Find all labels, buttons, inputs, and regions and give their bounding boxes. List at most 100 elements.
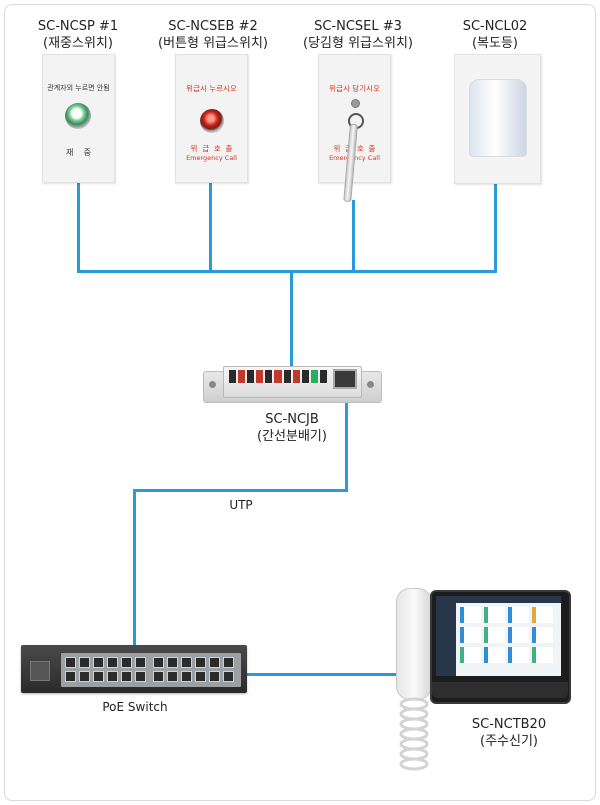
nctb20-screen-tiles — [460, 607, 558, 673]
nctb20-screen-header — [436, 596, 561, 603]
switch-port — [107, 671, 118, 682]
switch-port — [93, 671, 104, 682]
ncseb-call-en: Emergency Call — [186, 154, 237, 162]
ncjb-terminal — [274, 370, 282, 383]
ncjb-terminal-block — [229, 370, 328, 383]
ncjb-label: SC-NCJB (간선분배기) — [232, 411, 352, 445]
ncsel-model: SC-NCSEL #3 — [314, 19, 402, 34]
nctb20-desc: (주수신기) — [480, 734, 538, 749]
screen-tile — [460, 647, 481, 663]
switch-port — [209, 657, 220, 668]
switch-port — [223, 671, 234, 682]
nctb20-device — [392, 582, 574, 782]
nctb20-coiled-cord-icon — [399, 697, 429, 771]
switch-port — [65, 671, 76, 682]
screen-tile — [532, 647, 553, 663]
switch-port — [153, 657, 164, 668]
wire-top-bus — [77, 270, 497, 273]
ncjb-terminal — [229, 370, 237, 383]
wire-ncseb-drop — [209, 182, 212, 273]
ncsel-label: SC-NCSEL #3 (당김형 위급스위치) — [290, 18, 426, 52]
ncjb-terminal — [310, 370, 318, 383]
ncjb-terminal — [238, 370, 246, 383]
switch-port — [223, 657, 234, 668]
switch-port — [167, 657, 178, 668]
ncsel-desc: (당김형 위급스위치) — [303, 36, 413, 51]
switch-port — [121, 671, 132, 682]
poe-switch-ports — [65, 657, 237, 683]
ncseb-button-icon — [200, 109, 224, 133]
switch-port — [195, 671, 206, 682]
ncl02-lens-icon — [469, 79, 527, 157]
wire-ncsp-drop — [77, 182, 80, 273]
switch-port — [79, 671, 90, 682]
wire-switch-to-nctb — [246, 673, 400, 676]
ncjb-terminal — [256, 370, 264, 383]
screen-tile — [508, 607, 529, 623]
ncsp-button-icon — [65, 103, 91, 129]
ncsp-desc: (재중스위치) — [43, 36, 113, 51]
switch-port — [135, 671, 146, 682]
ncl02-device — [454, 54, 541, 184]
screen-tile — [460, 627, 481, 643]
nctb20-screen-sidebar — [436, 603, 456, 676]
ncsp-bottom-text: 재 중 — [66, 148, 91, 157]
wire-ncl02-drop — [494, 182, 497, 273]
nctb20-label: SC-NCTB20 (주수신기) — [446, 716, 572, 750]
ncsel-screw-icon — [351, 99, 360, 108]
ncjb-mount-hole-left — [209, 381, 216, 388]
ncjb-rj45-port — [333, 369, 357, 389]
nctb20-screen — [436, 596, 561, 676]
switch-port — [93, 657, 104, 668]
ncjb-terminal — [247, 370, 255, 383]
switch-port — [167, 671, 178, 682]
ncseb-top-text: 위급시 누르시오 — [186, 84, 237, 93]
screen-tile — [484, 607, 505, 623]
ncjb-terminal — [319, 370, 328, 383]
ncseb-model: SC-NCSEB #2 — [168, 19, 258, 34]
poe-switch-label: PoE Switch — [102, 700, 168, 714]
screen-tile — [484, 647, 505, 663]
nctb20-model: SC-NCTB20 — [471, 717, 547, 732]
ncl02-model: SC-NCL02 — [462, 19, 528, 34]
switch-port — [195, 657, 206, 668]
ncjb-desc: (간선분배기) — [257, 429, 327, 444]
ncjb-mount-hole-right — [367, 381, 374, 388]
wire-ncjb-down — [345, 402, 348, 492]
switch-port — [153, 671, 164, 682]
screen-tile — [460, 607, 481, 623]
poe-switch-device — [21, 645, 247, 693]
ncseb-device: 위급시 누르시오 위 급 호 출 Emergency Call — [175, 54, 248, 183]
ncjb-terminal — [301, 370, 309, 383]
ncseb-call-kr: 위 급 호 출 — [190, 144, 233, 153]
nctb20-base — [432, 682, 568, 698]
wire-utp-horizontal — [133, 489, 348, 492]
wire-ncsel-drop — [352, 200, 355, 273]
screen-tile — [508, 647, 529, 663]
ncsel-top-text: 위급시 당기시오 — [329, 84, 380, 93]
ncseb-label: SC-NCSEB #2 (버튼형 위급스위치) — [146, 18, 280, 52]
switch-port — [107, 657, 118, 668]
screen-tile — [532, 627, 553, 643]
ncsp-top-text: 관계자외 누르면 안됨 — [47, 84, 110, 92]
ncjb-terminal — [265, 370, 273, 383]
utp-label: UTP — [229, 498, 253, 512]
nctb20-handset-icon — [396, 588, 432, 700]
ncl02-label: SC-NCL02 (복도등) — [450, 18, 540, 52]
ncl02-desc: (복도등) — [471, 36, 519, 51]
switch-port — [209, 671, 220, 682]
ncjb-terminal — [292, 370, 300, 383]
screen-tile — [508, 627, 529, 643]
screen-tile — [484, 627, 505, 643]
switch-port — [181, 657, 192, 668]
ncjb-body — [223, 366, 362, 398]
ncjb-terminal — [283, 370, 291, 383]
screen-tile — [532, 607, 553, 623]
ncsp-model: SC-NCSP #1 — [37, 19, 119, 34]
ncjb-model: SC-NCJB — [265, 412, 319, 427]
switch-port — [79, 657, 90, 668]
switch-port — [181, 671, 192, 682]
ncjb-device — [203, 366, 382, 404]
ncseb-desc: (버튼형 위급스위치) — [158, 36, 268, 51]
wire-utp-to-switch — [133, 489, 136, 647]
